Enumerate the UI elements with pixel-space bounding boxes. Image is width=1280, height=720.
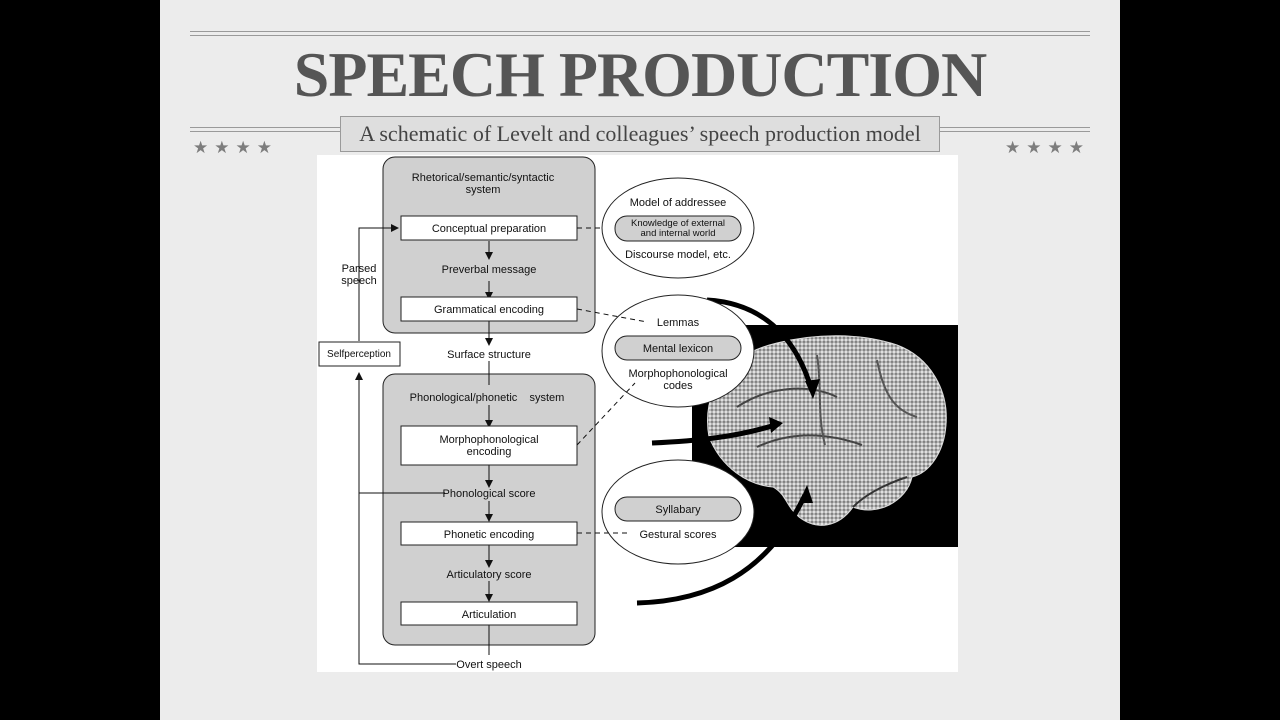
- phonological-score-label: Phonological score: [443, 488, 536, 500]
- model-of-addressee-label: Model of addressee: [630, 197, 727, 209]
- conceptual-preparation-label: Conceptual preparation: [432, 223, 546, 235]
- parsed-speech-label: Parsed: [342, 263, 377, 275]
- subtitle-rule-left: [190, 127, 340, 128]
- arrow-head: [769, 417, 783, 433]
- conceptual-system-label-2: system: [466, 184, 501, 196]
- star-ornament-left: ★★★★: [193, 138, 278, 158]
- morphophonological-encoding-label: Morphophonological: [439, 434, 538, 446]
- arrow-temporal: [651, 422, 776, 446]
- overt-speech-label: Overt speech: [456, 659, 521, 671]
- morphophonological-codes-label: Morphophonological: [628, 368, 727, 380]
- arrow-syllabary-curve: [636, 493, 808, 606]
- mental-lexicon-pill: [614, 335, 742, 361]
- diagram-svg: Rhetorical/semantic/syntactic system Con…: [318, 156, 958, 671]
- articulation-label: Articulation: [462, 609, 516, 621]
- subtitle-rule-right: [940, 127, 1090, 128]
- selfperception-box: [318, 341, 401, 367]
- conceptual-preparation-box: [400, 215, 578, 241]
- morphophonological-encoding-box: [400, 425, 578, 466]
- arrow-lexicon-curve: [706, 297, 815, 392]
- discourse-model-label: Discourse model, etc.: [625, 249, 731, 261]
- slide-title: SPEECH PRODUCTION: [293, 39, 987, 110]
- syllabary-label: Syllabary: [655, 504, 701, 516]
- conceptual-system-label: Rhetorical/semantic/syntactic: [412, 172, 555, 184]
- subtitle-rule-left-2: [190, 131, 340, 132]
- syllabary-pill: [614, 496, 742, 522]
- preverbal-message-label: Preverbal message: [442, 264, 537, 276]
- world-knowledge-pill: [614, 215, 742, 242]
- brain-image: [707, 335, 947, 526]
- arrow-head: [805, 379, 820, 399]
- subtitle-banner: [340, 116, 940, 152]
- grammatical-encoding-label: Grammatical encoding: [434, 304, 544, 316]
- top-rule: [190, 31, 1090, 32]
- phonological-system-label: Phonological/phonetic system: [410, 392, 565, 404]
- gestural-scores-label: Gestural scores: [639, 529, 717, 541]
- lemmas-label: Lemmas: [657, 317, 700, 329]
- phonetic-encoding-label: Phonetic encoding: [444, 529, 535, 541]
- morphophonological-codes-label-2: codes: [663, 380, 693, 392]
- selfperception-label: Selfperception: [327, 349, 391, 360]
- slide-subtitle: A schematic of Levelt and colleagues’ sp…: [359, 121, 921, 182]
- surface-structure-label: Surface structure: [447, 349, 531, 361]
- morphophonological-encoding-label-2: encoding: [467, 446, 512, 458]
- top-rule-inner: [190, 35, 1090, 36]
- mental-lexicon-label: Mental lexicon: [643, 343, 713, 355]
- speech-production-diagram: Rhetorical/semantic/syntactic system Con…: [317, 155, 958, 672]
- world-knowledge-label-2: and internal world: [641, 228, 716, 239]
- arrow-head: [799, 485, 813, 503]
- slide: SPEECH PRODUCTION A schematic of Levelt …: [160, 0, 1120, 720]
- articulation-box: [400, 601, 578, 626]
- articulatory-score-label: Articulatory score: [447, 569, 532, 581]
- parsed-speech-label-2: speech: [341, 275, 376, 287]
- world-knowledge-label: Knowledge of external: [631, 218, 725, 229]
- star-ornament-right: ★★★★: [1005, 138, 1090, 158]
- subtitle-rule-right-2: [940, 131, 1090, 132]
